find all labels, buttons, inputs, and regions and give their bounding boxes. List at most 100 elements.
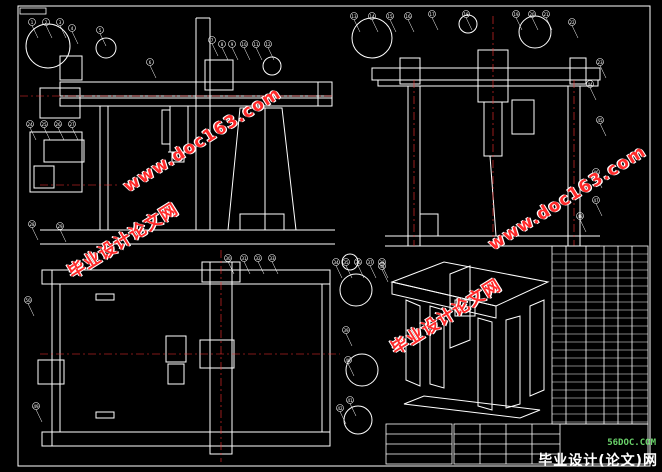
parts-list-rows — [552, 253, 648, 423]
balloon-leader — [599, 123, 607, 137]
balloon-number: 41 — [347, 398, 353, 403]
balloon-leader — [571, 25, 579, 39]
balloon-number: 8 — [221, 42, 224, 47]
detail-circles-front — [25, 23, 282, 193]
balloon-leader — [211, 43, 219, 57]
balloon-number: 1 — [31, 20, 34, 25]
balloon-number: 22 — [569, 20, 575, 25]
balloon-leader — [71, 127, 79, 141]
balloon-number: 18 — [463, 12, 469, 17]
balloon-number: 31 — [241, 256, 247, 261]
balloon-leader — [31, 227, 39, 241]
balloon-number: 47 — [593, 198, 599, 203]
balloon-leader — [407, 19, 415, 33]
balloon-leader — [243, 261, 251, 275]
balloon-number: 10 — [241, 42, 247, 47]
title-block — [385, 423, 649, 465]
balloon-leader — [31, 25, 39, 39]
balloon-leader — [345, 333, 353, 347]
isometric-view — [390, 261, 550, 419]
stamp-title: 毕业设计(论文)网 — [538, 453, 658, 469]
balloon-leader — [45, 25, 53, 39]
balloon-leader — [267, 47, 275, 61]
balloon-number: 21 — [543, 12, 549, 17]
balloon-number: 46 — [593, 170, 599, 175]
balloon-leader — [243, 47, 251, 61]
front-view — [39, 17, 335, 245]
balloon-number: 50 — [25, 298, 31, 303]
balloon-number: 43 — [379, 264, 385, 269]
balloon-leader — [353, 19, 361, 33]
balloon-number: 27 — [69, 122, 75, 127]
balloon-number: 11 — [253, 42, 259, 47]
balloon-number: 3 — [59, 20, 62, 25]
balloon-number: 29 — [57, 224, 63, 229]
balloon-leader — [431, 17, 439, 31]
balloon-leader — [57, 127, 65, 141]
balloon-leader — [335, 265, 343, 279]
balloon-number: 16 — [405, 14, 411, 19]
balloon-leader — [71, 31, 79, 45]
balloon-number: 6 — [149, 60, 152, 65]
balloon-leader — [357, 265, 365, 279]
parts-list-table — [551, 245, 649, 425]
balloon-number: 15 — [387, 14, 393, 19]
balloon-number: 9 — [231, 42, 234, 47]
balloon-number: 32 — [255, 256, 261, 261]
balloon-number: 28 — [29, 222, 35, 227]
balloon-leader — [43, 127, 51, 141]
balloon-leader — [271, 261, 279, 275]
balloon-leader — [149, 65, 157, 79]
balloon-leader — [531, 17, 539, 31]
balloon-number: 48 — [577, 214, 583, 219]
sheet-border — [17, 5, 651, 467]
balloon-leader — [27, 303, 35, 317]
balloon-number: 30 — [225, 256, 231, 261]
balloon-number: 19 — [513, 12, 519, 17]
balloon-number: 14 — [369, 14, 375, 19]
detail-circles-bottom — [339, 253, 379, 435]
balloon-leader — [589, 87, 597, 101]
sheet-title-tab — [19, 7, 47, 15]
balloon-leader — [389, 19, 397, 33]
balloon-leader — [381, 265, 389, 279]
balloon-number: 17 — [429, 12, 435, 17]
balloon-number: 42 — [337, 406, 343, 411]
balloon-number: 26 — [55, 122, 61, 127]
balloon-leader — [255, 47, 263, 61]
plan-view — [41, 261, 331, 455]
stamp-site: 56DOC.COM — [607, 438, 656, 448]
balloon-leader — [595, 175, 603, 189]
balloon-leader — [231, 47, 239, 61]
balloon-leader — [257, 261, 265, 275]
balloon-leader — [349, 403, 357, 417]
balloon-leader — [221, 47, 229, 61]
balloon-leader — [371, 19, 379, 33]
balloon-number: 37 — [367, 260, 373, 265]
balloon-leader — [29, 127, 37, 141]
balloon-number: 36 — [355, 260, 361, 265]
balloon-leader — [99, 33, 107, 47]
balloon-number: 5 — [99, 28, 102, 33]
balloon-leader — [599, 65, 607, 79]
balloon-number: 40 — [345, 358, 351, 363]
balloon-leader — [595, 203, 603, 217]
balloon-number: 35 — [343, 260, 349, 265]
balloon-number: 23 — [597, 60, 603, 65]
balloon-number: 4 — [71, 26, 74, 31]
balloon-leader — [515, 17, 523, 31]
balloon-number: 13 — [351, 14, 357, 19]
balloon-number: 33 — [269, 256, 275, 261]
balloon-number: 2 — [45, 20, 48, 25]
balloon-number: 39 — [343, 328, 349, 333]
balloon-number: 7 — [211, 38, 214, 43]
balloon-leader — [381, 269, 389, 283]
balloon-number: 25 — [41, 122, 47, 127]
balloon-number: 34 — [333, 260, 339, 265]
balloon-number: 20 — [529, 12, 535, 17]
detail-circles-side — [351, 14, 552, 59]
balloon-number: 49 — [33, 404, 39, 409]
side-view — [371, 49, 601, 247]
balloon-number: 45 — [597, 118, 603, 123]
